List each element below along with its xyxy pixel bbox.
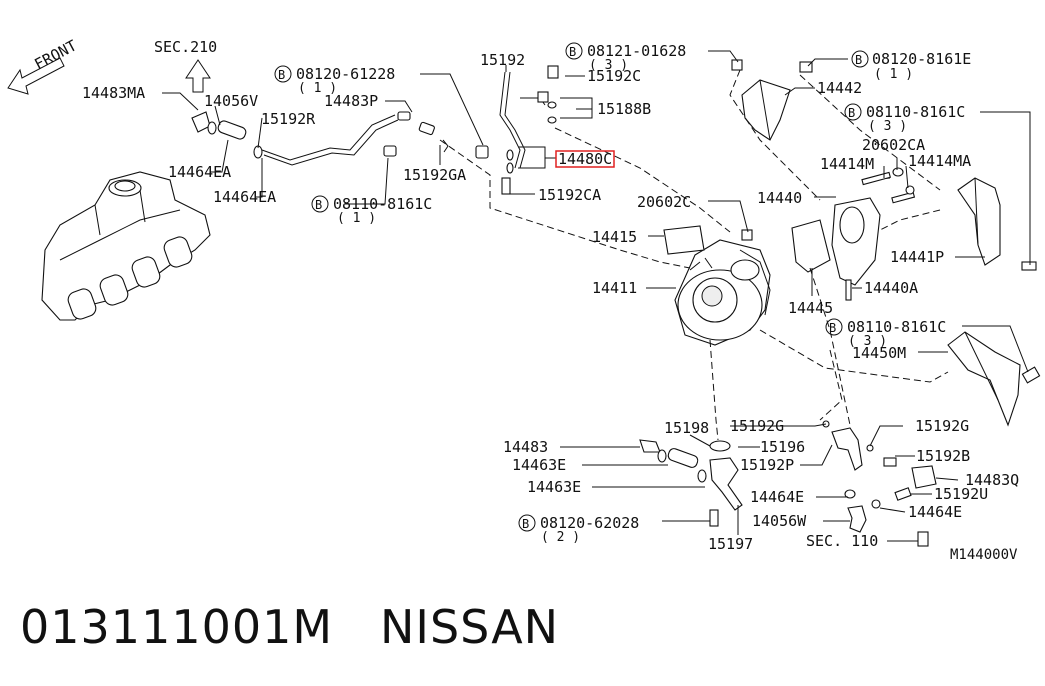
sec-top-label: SEC.210 xyxy=(154,38,217,56)
label-20602C: 20602C xyxy=(637,193,691,211)
label-15192C: 15192C xyxy=(587,67,641,85)
diagram-code: M144000V xyxy=(950,547,1018,563)
label-15192U: 15192U xyxy=(934,485,988,503)
lower-water-pipe xyxy=(639,420,937,547)
label-14464E-2: 14464E xyxy=(908,503,962,521)
bolt-symbol: B xyxy=(829,321,836,335)
bolt-symbol: B xyxy=(855,53,862,67)
part-labels: 14483MA 14056V 15192R 14483P 14464EA 144… xyxy=(82,42,1019,563)
heat-shield-14442 xyxy=(731,59,813,141)
label-14440: 14440 xyxy=(757,189,802,207)
heat-shield-14450M xyxy=(947,331,1041,427)
label-14483P: 14483P xyxy=(324,92,378,110)
label-14056W: 14056W xyxy=(752,512,807,530)
label-15198: 15198 xyxy=(664,419,709,437)
label-14411: 14411 xyxy=(592,279,637,297)
brand-name: NISSAN xyxy=(379,600,560,654)
label-qty-3c: ( 3 ) xyxy=(848,334,887,349)
label-14464EA-2: 14464EA xyxy=(213,188,276,206)
label-14450M: 14450M xyxy=(852,344,906,362)
bolt-symbol: B xyxy=(848,106,855,120)
label-08120-8161E: 08120-8161E xyxy=(872,50,971,68)
label-14483Q: 14483Q xyxy=(965,471,1019,489)
oil-pipe-15192 xyxy=(499,65,559,195)
front-arrow: FRONT xyxy=(7,36,80,95)
label-qty-3b: ( 3 ) xyxy=(868,119,907,134)
label-15192G-1: 15192G xyxy=(730,417,784,435)
label-14463E-1: 14463E xyxy=(512,456,566,474)
highlight-box xyxy=(555,150,615,168)
label-qty-1b: ( 1 ) xyxy=(337,211,376,226)
upper-water-pipe xyxy=(191,111,489,166)
label-14463E-2: 14463E xyxy=(527,478,581,496)
label-15192B: 15192B xyxy=(916,447,970,465)
label-14441P: 14441P xyxy=(890,248,944,266)
label-08120-62028: 08120-62028 xyxy=(540,514,639,532)
label-15197: 15197 xyxy=(708,535,753,553)
label-15192CA: 15192CA xyxy=(538,186,601,204)
label-14483MA: 14483MA xyxy=(82,84,145,102)
label-08110-8161C-b: 08110-8161C xyxy=(866,103,965,121)
label-14056V: 14056V xyxy=(204,92,258,110)
label-14480C: 14480C xyxy=(558,150,612,168)
heat-shield-14441P xyxy=(957,177,1037,271)
label-qty-3a: ( 3 ) xyxy=(589,58,628,73)
label-15192: 15192 xyxy=(480,51,525,69)
label-14483: 14483 xyxy=(503,438,548,456)
label-15192G-2: 15192G xyxy=(915,417,969,435)
label-qty-2: ( 2 ) xyxy=(541,530,580,545)
label-08110-8161C-a: 08110-8161C xyxy=(333,195,432,213)
sec210-arrow: SEC.210 xyxy=(154,38,217,93)
part-number: 013111001M xyxy=(20,600,334,654)
label-14442: 14442 xyxy=(817,79,862,97)
exhaust-manifold-drawing xyxy=(41,171,211,321)
bolt-symbol: B xyxy=(522,517,529,531)
front-label: FRONT xyxy=(31,36,79,73)
label-15192GA: 15192GA xyxy=(403,166,466,184)
sec-bottom-label: SEC. 110 xyxy=(806,532,878,550)
label-15196: 15196 xyxy=(760,438,805,456)
label-08110-8161C-c: 08110-8161C xyxy=(847,318,946,336)
label-08120-61228: 08120-61228 xyxy=(296,65,395,83)
bolt-markers: B B B B B B B xyxy=(274,42,869,532)
turbocharger-14411 xyxy=(663,225,771,346)
footer: 013111001M NISSAN xyxy=(20,600,559,654)
label-14415: 14415 xyxy=(592,228,637,246)
label-14464E-1: 14464E xyxy=(750,488,804,506)
label-20602CA: 20602CA xyxy=(862,136,925,154)
label-qty-1a: ( 1 ) xyxy=(298,81,337,96)
bolt-symbol: B xyxy=(569,45,576,59)
label-15192R: 15192R xyxy=(261,110,316,128)
leader-lines xyxy=(162,50,1031,542)
label-08121-01628: 08121-01628 xyxy=(587,42,686,60)
label-14445: 14445 xyxy=(788,299,833,317)
bolt-symbol: B xyxy=(278,68,285,82)
bolt-symbol: B xyxy=(315,198,322,212)
label-14414M: 14414M xyxy=(820,155,874,173)
label-14464EA-1: 14464EA xyxy=(168,163,231,181)
label-15192P: 15192P xyxy=(740,456,794,474)
label-14440A: 14440A xyxy=(864,279,918,297)
label-qty-1c: ( 1 ) xyxy=(874,67,913,82)
label-15188B: 15188B xyxy=(597,100,651,118)
dashed-guides xyxy=(439,69,949,441)
label-14414MA: 14414MA xyxy=(908,152,971,170)
